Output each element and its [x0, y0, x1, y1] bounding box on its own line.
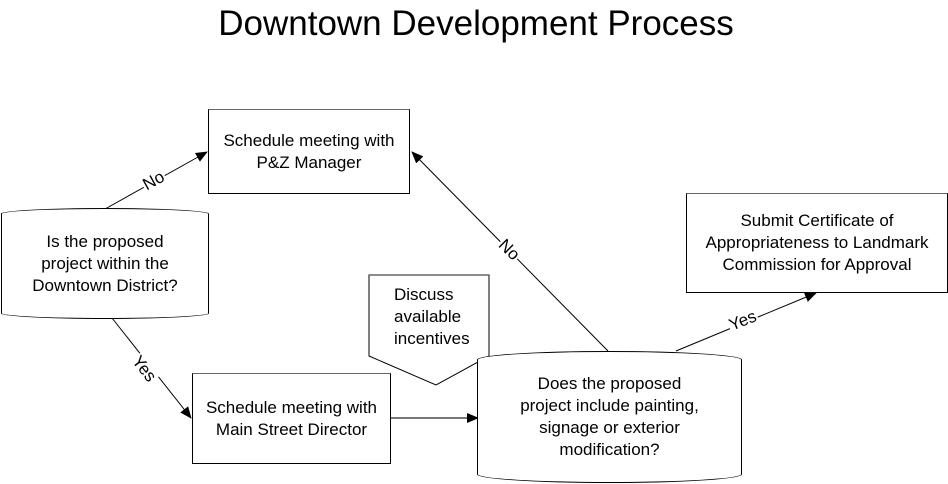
diagram-title: Downtown Development Process	[218, 4, 734, 43]
decision-downtown-district: Is the proposed project within the Downt…	[1, 208, 209, 319]
decision-downtown-text: Is the proposed project within the Downt…	[32, 231, 178, 295]
certificate-box: Submit Certificate of Appropriateness to…	[686, 193, 948, 293]
incentives-callout: Discuss available incentives	[369, 284, 475, 356]
certificate-text: Submit Certificate of Appropriateness to…	[705, 211, 929, 274]
pz-manager-box: Schedule meeting with P&Z Manager	[208, 109, 410, 194]
incentives-text: Discuss available incentives	[394, 285, 470, 348]
main-street-box: Schedule meeting with Main Street Direct…	[192, 373, 391, 464]
decision-exterior-text: Does the proposed project include painti…	[520, 374, 699, 459]
pz-manager-text: Schedule meeting with P&Z Manager	[223, 130, 395, 172]
decision-exterior-modification: Does the proposed project include painti…	[477, 351, 742, 483]
main-street-text: Schedule meeting with Main Street Direct…	[205, 397, 378, 439]
